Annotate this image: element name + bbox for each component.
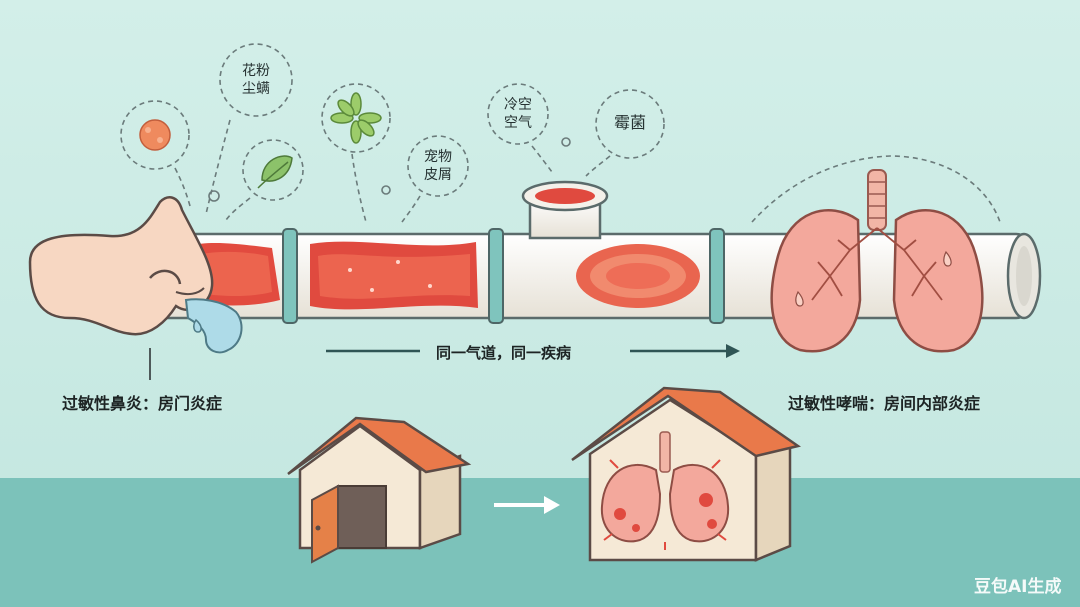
center-arrow	[326, 344, 740, 358]
allergen-label-mold: 霉菌	[613, 113, 646, 132]
ground-band	[0, 478, 1080, 607]
watermark: 豆包AI生成	[974, 577, 1062, 597]
house-open-door	[287, 416, 472, 564]
allergen-label-pet-dander: 宠物皮屑	[424, 149, 452, 183]
caption-center-same-airway: 同一气道，同一疾病	[436, 344, 572, 362]
allergen-bubbles	[120, 43, 1001, 223]
allergen-label-pollen-mites: 花粉尘螨	[242, 63, 270, 97]
caption-left-rhinitis: 过敏性鼻炎：房门炎症	[62, 394, 223, 413]
nose-illustration	[28, 196, 243, 380]
allergen-label-cold-air: 冷空空气	[504, 97, 532, 131]
caption-right-asthma: 过敏性哮喘：房间内部炎症	[788, 394, 981, 413]
lungs-illustration	[770, 169, 984, 353]
house-lungs	[571, 386, 802, 562]
house-arrow	[494, 496, 560, 514]
airway-pipe	[148, 180, 1042, 324]
